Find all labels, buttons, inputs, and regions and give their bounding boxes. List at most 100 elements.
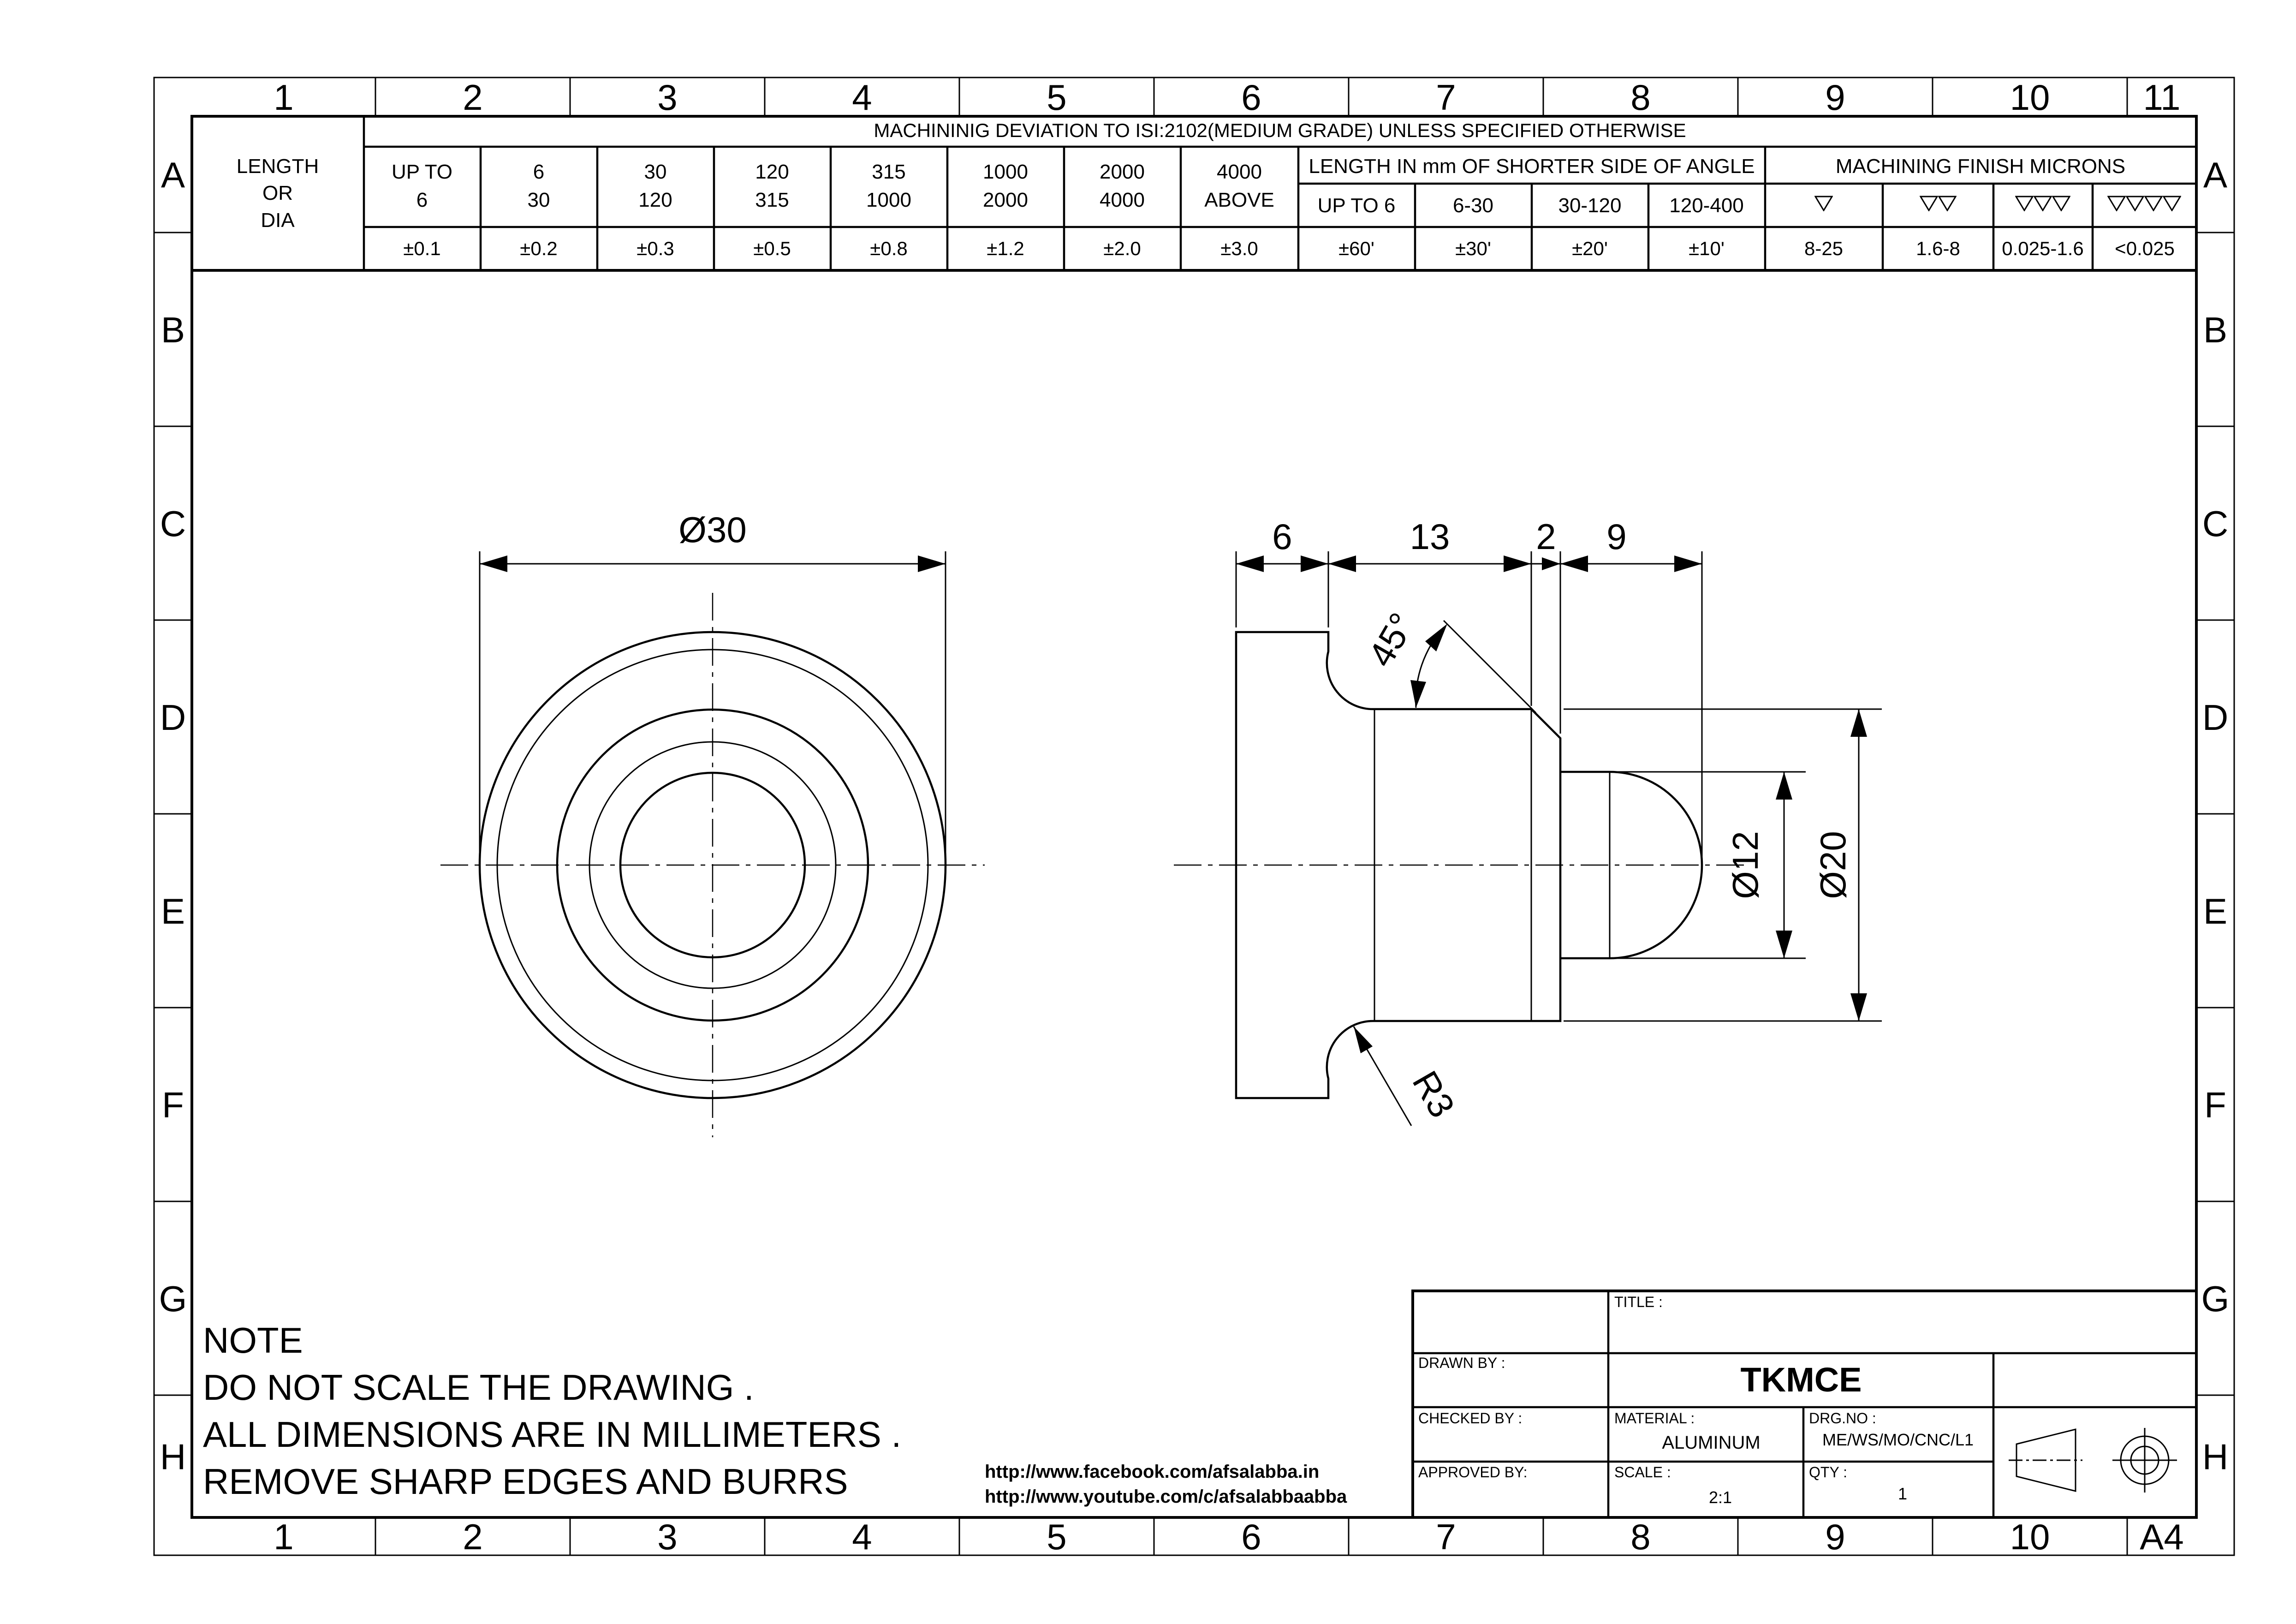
zone-column-label-bottom: 5 bbox=[1047, 1517, 1066, 1557]
zone-column-label: 7 bbox=[1436, 77, 1456, 118]
range-tolerance: ±3.0 bbox=[1220, 238, 1258, 259]
side-view: 6 13 2 9 45° R3 Ø12 bbox=[1174, 516, 1882, 1126]
range-tolerance: ±0.2 bbox=[520, 238, 557, 259]
dim-13: 13 bbox=[1410, 516, 1450, 557]
zone-column-label-bottom: 7 bbox=[1436, 1517, 1456, 1557]
zone-row-label-left: G bbox=[159, 1278, 187, 1319]
zone-row-label-left: H bbox=[160, 1437, 186, 1477]
length-label-1: LENGTH bbox=[237, 155, 319, 178]
qty-label: QTY : bbox=[1809, 1464, 1847, 1481]
zone-column-label: 8 bbox=[1630, 77, 1650, 118]
notes: NOTE DO NOT SCALE THE DRAWING . ALL DIME… bbox=[203, 1320, 901, 1502]
finish-symbol-1 bbox=[1814, 196, 1833, 211]
institution-name: TKMCE bbox=[1740, 1361, 1862, 1399]
angle-tolerance: ±20' bbox=[1572, 238, 1608, 259]
facebook-link[interactable]: http://www.facebook.com/afsalabba.in bbox=[985, 1462, 1319, 1482]
angle-tolerance: ±30' bbox=[1455, 238, 1491, 259]
range-top: 4000 bbox=[1217, 161, 1262, 183]
range-tolerance: ±1.2 bbox=[987, 238, 1024, 259]
zone-column-label-bottom: 1 bbox=[274, 1517, 293, 1557]
zone-column-label-bottom: 3 bbox=[657, 1517, 677, 1557]
range-bottom: ABOVE bbox=[1204, 189, 1274, 211]
zone-row-label-right: D bbox=[2202, 697, 2228, 738]
zone-column-label-bottom: 4 bbox=[852, 1517, 872, 1557]
zone-row-label-right: E bbox=[2203, 891, 2227, 931]
part-profile bbox=[1235, 631, 1562, 1099]
zone-column-label: 4 bbox=[852, 77, 872, 118]
dim-dia-20: Ø20 bbox=[1813, 831, 1853, 899]
scale-value: 2:1 bbox=[1709, 1488, 1732, 1507]
drg-no-label: DRG.NO : bbox=[1809, 1410, 1876, 1427]
zone-row-label-left: A bbox=[161, 155, 185, 195]
zone-row-label-right: C bbox=[2202, 503, 2228, 544]
zone-ticks bbox=[154, 78, 2234, 1555]
dim-dia-12: Ø12 bbox=[1725, 831, 1766, 899]
range-top: 6 bbox=[533, 161, 544, 183]
range-bottom: 2000 bbox=[983, 189, 1028, 211]
pin-dome bbox=[1560, 770, 1703, 960]
range-tolerance: ±0.5 bbox=[753, 238, 791, 259]
drg-no-value: ME/WS/MO/CNC/L1 bbox=[1822, 1430, 1974, 1449]
zone-column-label: 10 bbox=[2010, 77, 2050, 118]
dim-6: 6 bbox=[1272, 516, 1292, 557]
zone-row-label-right: H bbox=[2202, 1437, 2228, 1477]
range-top: 315 bbox=[872, 161, 905, 183]
range-bottom: 1000 bbox=[866, 189, 911, 211]
zone-row-label-left: B bbox=[161, 310, 185, 350]
title-block: TITLE : DRAWN BY : TKMCE CHECKED BY : MA… bbox=[1411, 1290, 2198, 1519]
angle-tolerance: ±60' bbox=[1338, 238, 1374, 259]
zone-column-label: 9 bbox=[1825, 77, 1845, 118]
zone-column-label-bottom: A4 bbox=[2140, 1517, 2183, 1557]
note-line: REMOVE SHARP EDGES AND BURRS bbox=[203, 1461, 848, 1502]
range-tolerance: ±2.0 bbox=[1103, 238, 1141, 259]
zone-column-label-bottom: 2 bbox=[463, 1517, 482, 1557]
title-label: TITLE : bbox=[1614, 1294, 1663, 1310]
zone-row-label-right: B bbox=[2203, 310, 2227, 350]
length-label-2: OR bbox=[262, 182, 293, 204]
tolerance-table-header: MACHININIG DEVIATION TO ISI:2102(MEDIUM … bbox=[874, 119, 1686, 141]
zone-row-label-left: D bbox=[160, 697, 186, 738]
dim-9: 9 bbox=[1606, 516, 1626, 557]
outer-frame bbox=[153, 77, 2235, 1556]
zone-column-label-bottom: 10 bbox=[2010, 1517, 2050, 1557]
angle-tolerance: ±10' bbox=[1689, 238, 1725, 259]
zone-column-label: 3 bbox=[657, 77, 677, 118]
angle-extension-line bbox=[1443, 620, 1537, 714]
finish-value: 8-25 bbox=[1804, 238, 1843, 259]
youtube-link[interactable]: http://www.youtube.com/c/afsalabbaabba bbox=[985, 1487, 1347, 1507]
range-bottom: 4000 bbox=[1100, 189, 1145, 211]
finish-header: MACHINING FINISH MICRONS bbox=[1836, 155, 2125, 178]
approved-by-label: APPROVED BY: bbox=[1418, 1464, 1528, 1481]
range-bottom: 120 bbox=[638, 189, 672, 211]
zone-column-label: 5 bbox=[1047, 77, 1066, 118]
length-label-3: DIA bbox=[261, 209, 295, 232]
finish-value: 1.6-8 bbox=[1916, 238, 1960, 259]
range-bottom: 6 bbox=[416, 189, 428, 211]
qty-value: 1 bbox=[1898, 1484, 1907, 1503]
zone-column-label-bottom: 6 bbox=[1241, 1517, 1261, 1557]
material-label: MATERIAL : bbox=[1614, 1410, 1695, 1427]
range-top: 30 bbox=[644, 161, 667, 183]
range-top: 120 bbox=[755, 161, 789, 183]
range-bottom: 315 bbox=[755, 189, 789, 211]
range-tolerance: ±0.1 bbox=[403, 238, 440, 259]
range-top: UP TO bbox=[392, 161, 452, 183]
tolerance-table: MACHININIG DEVIATION TO ISI:2102(MEDIUM … bbox=[192, 116, 2196, 272]
zone-column-label: 1 bbox=[274, 77, 293, 118]
dim-radius-r3: R3 bbox=[1404, 1064, 1463, 1124]
angle-range: 30-120 bbox=[1558, 194, 1621, 217]
angle-range: UP TO 6 bbox=[1318, 194, 1396, 217]
front-view: Ø30 bbox=[440, 509, 985, 1137]
dim-angle-45: 45° bbox=[1360, 606, 1422, 673]
zone-column-label: 6 bbox=[1241, 77, 1261, 118]
zone-row-label-right: A bbox=[2203, 155, 2227, 195]
finish-symbol-3 bbox=[2015, 196, 2070, 211]
zone-column-label-bottom: 8 bbox=[1630, 1517, 1650, 1557]
zone-row-label-left: E bbox=[161, 891, 185, 931]
zone-row-label-left: C bbox=[160, 503, 186, 544]
finish-value: 0.025-1.6 bbox=[2002, 238, 2083, 259]
note-line: DO NOT SCALE THE DRAWING . bbox=[203, 1367, 754, 1408]
angle-header: LENGTH IN mm OF SHORTER SIDE OF ANGLE bbox=[1309, 155, 1755, 178]
zone-column-label: 11 bbox=[2143, 77, 2181, 118]
